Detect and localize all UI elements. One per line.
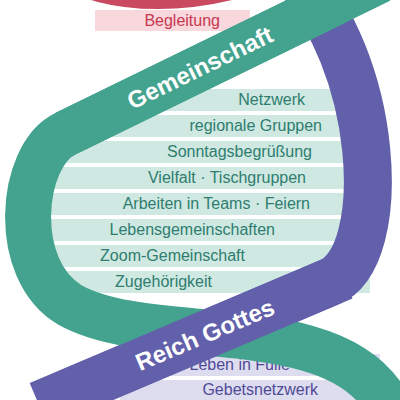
rung-label: Gebetsnetzwerk: [202, 382, 318, 398]
rung-label: Begleitung: [144, 13, 220, 29]
rung-label: Zoom-Gemeinschaft: [100, 248, 245, 264]
helix-rung: Vielfalt · Tischgruppen: [35, 167, 370, 189]
rung-label: Sonntagsbegrüßung: [167, 144, 312, 160]
helix-rung: Arbeiten in Teams · Feiern: [30, 193, 370, 215]
rung-label: Zugehörigkeit: [115, 274, 212, 290]
rung-label: Netzwerk: [238, 92, 305, 108]
helix-rung: Lebensgemeinschaften: [30, 219, 370, 241]
teal-strand: [28, 0, 395, 400]
rung-label: Lebensgemeinschaften: [110, 222, 275, 238]
rung-label: Arbeiten in Teams · Feiern: [123, 196, 310, 212]
rung-label: regionale Gruppen: [189, 118, 322, 134]
helix-rung: Begleitung: [95, 10, 250, 31]
helix-rung: Sonntagsbegrüßung: [60, 141, 370, 163]
rung-label: Vielfalt · Tischgruppen: [148, 170, 306, 186]
